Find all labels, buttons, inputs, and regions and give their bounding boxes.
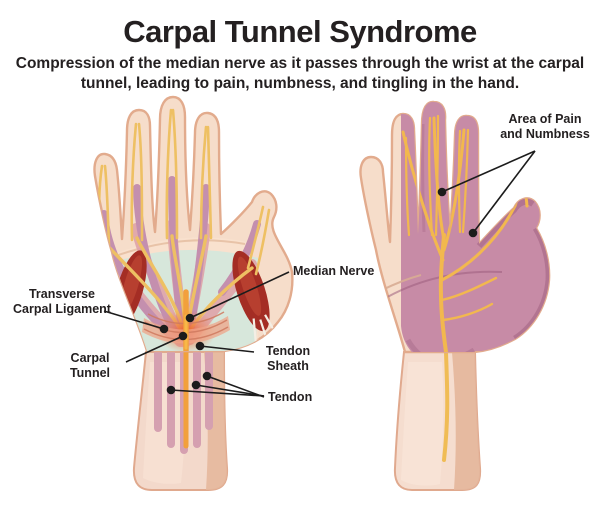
dot-pain-finger <box>437 187 447 197</box>
anatomical-hand <box>93 95 294 491</box>
dot-tendon-sheath <box>195 341 205 351</box>
pain-distribution-hand <box>359 100 551 491</box>
header: Carpal Tunnel Syndrome Compression of th… <box>0 0 600 94</box>
label-median-nerve: Median Nerve <box>293 264 375 278</box>
dot-median-nerve <box>185 313 195 323</box>
dot-tendon-1 <box>166 385 176 395</box>
dot-tendon-2 <box>191 380 201 390</box>
page-title: Carpal Tunnel Syndrome <box>123 14 477 49</box>
dot-pain-palm <box>468 228 478 238</box>
label-carpal-tunnel: Carpal Tunnel <box>69 351 111 380</box>
callouts <box>103 150 536 398</box>
median-nerve-right-forearm <box>442 350 450 462</box>
dot-tendon-3 <box>202 371 212 381</box>
label-tendon: Tendon <box>268 390 313 404</box>
dot-carpal-tunnel <box>178 331 188 341</box>
label-area-of-pain: Area of Pain and Numbness <box>500 112 590 141</box>
label-tendon-sheath: Tendon Sheath <box>265 344 311 373</box>
right-forearm <box>393 350 482 491</box>
label-transverse-carpal-ligament: Transverse Carpal Ligament <box>13 287 111 316</box>
dot-transverse-carpal-ligament <box>159 324 169 334</box>
finger-nerves <box>97 108 271 276</box>
left-forearm <box>132 348 229 491</box>
thenar-muscle <box>232 250 276 342</box>
page-subtitle: Compression of the median nerve as it pa… <box>15 55 585 92</box>
